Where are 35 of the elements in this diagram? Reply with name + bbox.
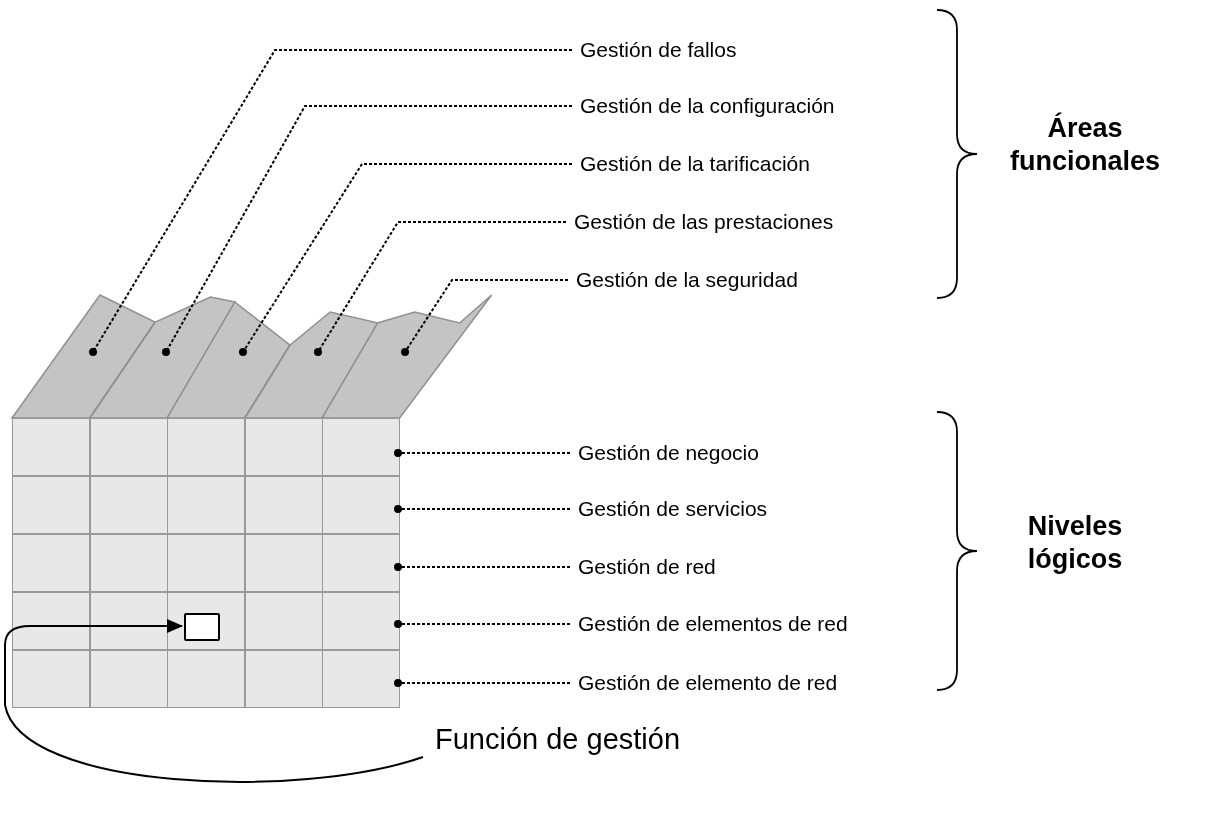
arrow <box>4 619 424 783</box>
group-label: Áreas funcionales <box>1009 112 1161 178</box>
node-label: Función de gestión <box>435 722 681 757</box>
slice-face <box>166 301 291 419</box>
group-label: Niveles lógicos <box>1026 510 1124 576</box>
leader-line <box>401 279 569 356</box>
leader-line <box>239 163 573 356</box>
leader-line <box>314 221 567 356</box>
node-label: Gestión de la seguridad <box>576 267 798 293</box>
node-label: Gestión de la tarificación <box>580 151 810 177</box>
grid-row <box>12 650 400 708</box>
grid-row <box>12 476 400 534</box>
leader-line <box>394 679 571 687</box>
node-label: Gestión de elemento de red <box>578 670 838 696</box>
grid-row <box>12 534 400 592</box>
slice-face <box>11 294 156 419</box>
leader-line <box>394 449 571 457</box>
node-label: Gestión de la configuración <box>580 93 835 119</box>
node-label: Gestión de las prestaciones <box>574 209 834 235</box>
node-label: Gestión de servicios <box>578 496 768 522</box>
slice-face <box>243 311 379 419</box>
leader-line <box>394 563 571 571</box>
grid-row <box>12 592 400 650</box>
leader-line <box>162 105 573 356</box>
grid-row <box>12 418 400 476</box>
leader-line <box>394 620 571 628</box>
slice-face <box>88 296 236 419</box>
leader-line <box>394 505 571 513</box>
slice-face <box>321 294 493 419</box>
node-label: Gestión de fallos <box>580 37 737 63</box>
node-label: Gestión de red <box>578 554 716 580</box>
function-cell <box>184 613 220 641</box>
node-label: Gestión de elementos de red <box>578 611 848 637</box>
node-label: Gestión de negocio <box>578 440 759 466</box>
leader-line <box>89 49 573 356</box>
